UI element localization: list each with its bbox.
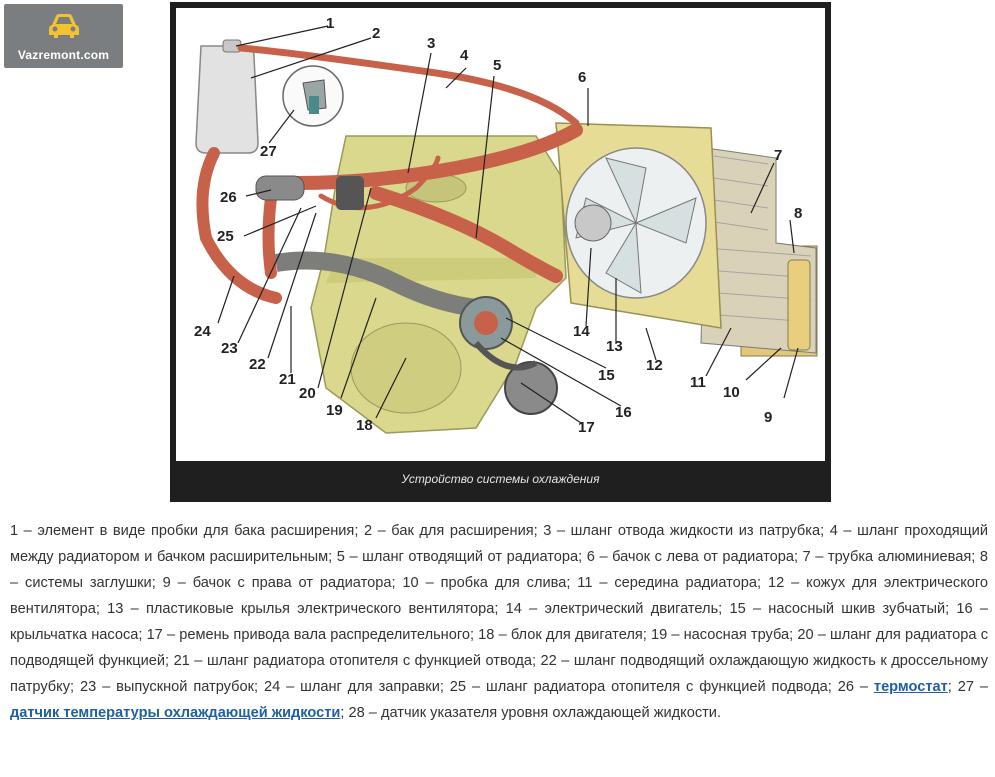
pump-and-thermostat xyxy=(255,175,558,415)
link-thermostat[interactable]: термостат xyxy=(873,679,948,695)
logo-text: Vazremont.com xyxy=(17,48,110,62)
callout-9: 9 xyxy=(764,409,773,426)
figure-frame: 1 2 3 4 5 6 7 8 9 10 11 12 13 14 15 16 1… xyxy=(170,2,831,502)
callout-2: 2 xyxy=(372,25,381,42)
callout-8: 8 xyxy=(794,205,803,222)
legend-text-3: ; 28 – датчик указателя уровня охлаждающ… xyxy=(340,705,722,721)
callout-12: 12 xyxy=(646,357,663,374)
callout-17: 17 xyxy=(578,419,595,436)
callout-21: 21 xyxy=(279,371,296,388)
callout-14: 14 xyxy=(573,323,590,340)
callout-1: 1 xyxy=(326,15,335,32)
callout-15: 15 xyxy=(598,367,615,384)
callout-3: 3 xyxy=(427,35,436,52)
callout-leaders xyxy=(217,25,799,424)
figure-caption: Устройство системы охлаждения xyxy=(401,472,600,486)
callout-19: 19 xyxy=(326,402,343,419)
callout-22: 22 xyxy=(249,356,266,373)
engine-block xyxy=(310,135,567,434)
parts-legend: 1 – элемент в виде пробки для бака расши… xyxy=(10,518,988,726)
callout-11: 11 xyxy=(690,374,706,391)
callout-25: 25 xyxy=(217,228,234,245)
callout-7: 7 xyxy=(774,147,783,164)
callout-10: 10 xyxy=(723,384,740,401)
callout-23: 23 xyxy=(221,340,238,357)
link-coolant-temperature-sensor[interactable]: датчик температуры охлаждающей жидкости xyxy=(10,705,341,721)
diagram-illustration xyxy=(195,25,818,434)
callout-4: 4 xyxy=(460,47,469,64)
site-logo[interactable]: Vazremont.com xyxy=(4,4,123,68)
cooling-system-diagram: 1 2 3 4 5 6 7 8 9 10 11 12 13 14 15 16 1… xyxy=(176,8,825,461)
sensor-inset xyxy=(282,65,344,127)
legend-text-2: ; 27 – xyxy=(947,679,988,695)
callout-24: 24 xyxy=(194,323,211,340)
radiator xyxy=(555,122,818,357)
callout-13: 13 xyxy=(606,338,623,355)
callout-20: 20 xyxy=(299,385,316,402)
car-icon xyxy=(49,14,79,38)
callout-5: 5 xyxy=(493,57,502,74)
callout-26: 26 xyxy=(220,189,237,206)
callout-16: 16 xyxy=(615,404,632,421)
callout-18: 18 xyxy=(356,417,373,434)
expansion-tank xyxy=(195,39,259,154)
callout-6: 6 xyxy=(578,69,587,86)
legend-text-1: 1 – элемент в виде пробки для бака расши… xyxy=(10,523,988,695)
callout-27: 27 xyxy=(260,143,277,160)
